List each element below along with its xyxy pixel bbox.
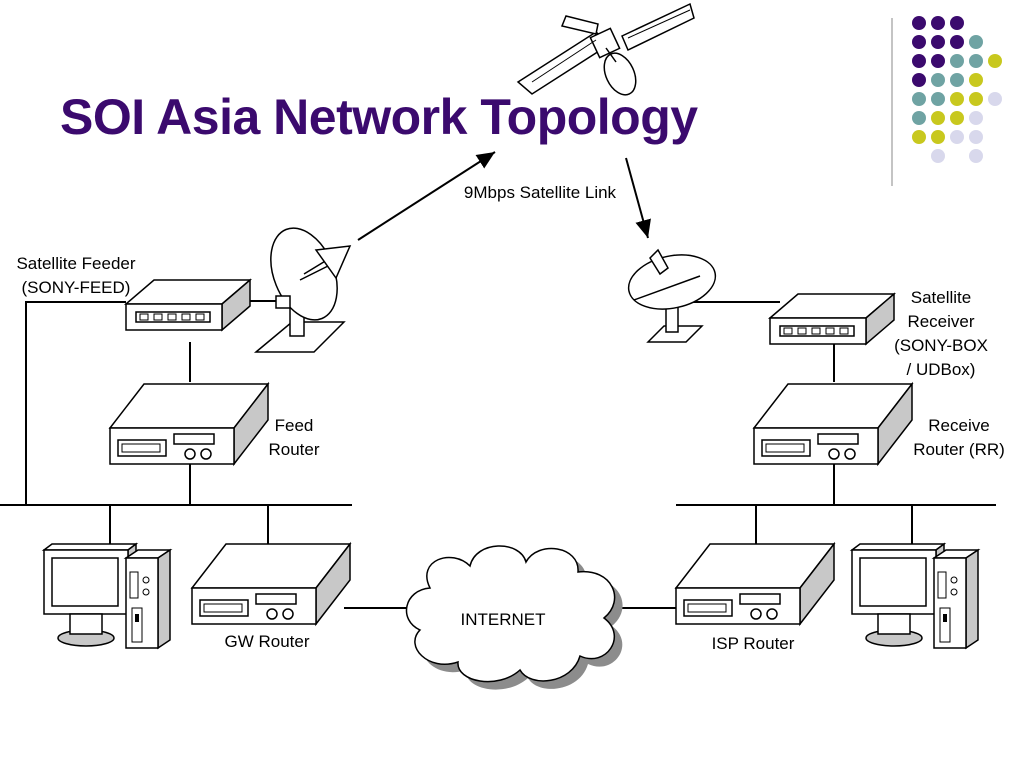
decorative-dot [950, 111, 964, 125]
satellite-feeder-device-icon [123, 278, 253, 332]
receive-router-label: Receive Router (RR) [913, 416, 1005, 459]
decorative-dot [912, 54, 926, 68]
decorative-dot [912, 73, 926, 87]
decorative-dot [912, 92, 926, 106]
decorative-dot [969, 130, 983, 144]
decorative-dot [912, 130, 926, 144]
decorative-dot [950, 73, 964, 87]
network-wiring [0, 300, 996, 609]
decorative-dot [988, 92, 1002, 106]
feed-router-label: Feed Router [268, 416, 320, 459]
workstation-left-icon [41, 542, 173, 650]
isp-router-icon [674, 541, 836, 627]
page-title: SOI Asia Network Topology [60, 89, 698, 145]
internet-cloud-icon: INTERNET [405, 545, 623, 690]
decorative-dot-grid [912, 16, 1002, 163]
decorative-dot [931, 111, 945, 125]
feed-router-icon [108, 381, 270, 467]
decorative-dot [931, 130, 945, 144]
receive-router-icon [752, 381, 914, 467]
decorative-dot [931, 92, 945, 106]
decorative-dot [931, 54, 945, 68]
decorative-dot [969, 149, 983, 163]
decorative-dot [969, 73, 983, 87]
decorative-dot [912, 111, 926, 125]
decorative-dot [912, 16, 926, 30]
satellite-link-label: 9Mbps Satellite Link [464, 183, 617, 202]
decorative-dot [950, 92, 964, 106]
decorative-dot [988, 54, 1002, 68]
feeder-dish-icon [253, 227, 352, 353]
isp-router-label: ISP Router [711, 634, 795, 653]
satellite-icon [516, 2, 695, 96]
satellite-feeder-label: Satellite Feeder (SONY-FEED) [16, 254, 136, 297]
satellite-receiver-device-icon [767, 292, 897, 346]
uplink-arrow [357, 151, 496, 241]
decorative-dot [969, 35, 983, 49]
gw-router-icon [190, 541, 352, 627]
decorative-dot [912, 35, 926, 49]
decorative-dot [931, 149, 945, 163]
decorative-dot [950, 130, 964, 144]
receiver-dish-icon [627, 248, 717, 343]
decorative-dot [969, 92, 983, 106]
decorative-dot [969, 111, 983, 125]
decorative-dot [931, 16, 945, 30]
decorative-dot [931, 35, 945, 49]
satellite-receiver-label: Satellite Receiver (SONY-BOX / UDBox) [894, 288, 988, 379]
downlink-arrow [625, 157, 651, 239]
decorative-dot [950, 54, 964, 68]
workstation-right-icon [849, 542, 981, 650]
decorative-dot [950, 16, 964, 30]
decorative-dot [931, 73, 945, 87]
decorative-dot [950, 35, 964, 49]
cloud-label: INTERNET [461, 610, 546, 629]
gw-router-label: GW Router [224, 632, 310, 651]
network-devices [41, 278, 981, 650]
decorative-dot [969, 54, 983, 68]
